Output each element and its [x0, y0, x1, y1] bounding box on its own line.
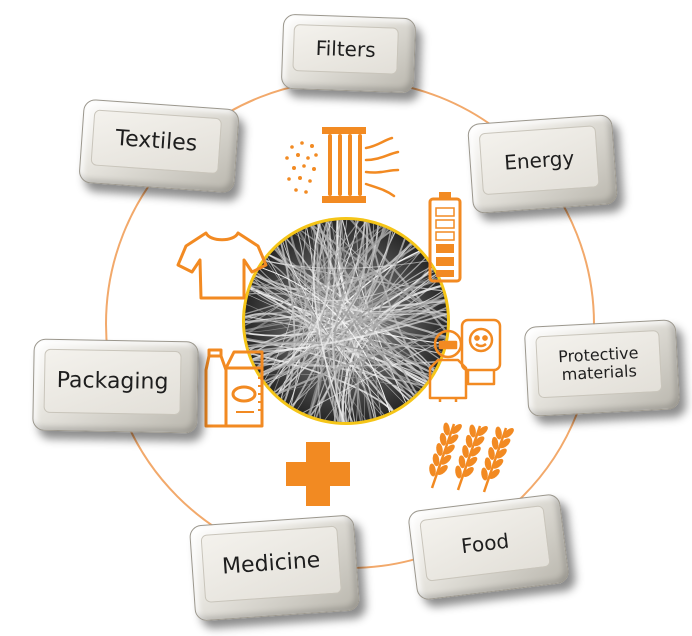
food-label: Food [460, 529, 510, 558]
nanofiber-image [216, 191, 476, 451]
filter-icon [285, 127, 398, 203]
packaging-key: Packaging [32, 339, 199, 434]
food-key: Food [407, 493, 570, 601]
protective-suit-icon [430, 320, 500, 402]
protective-label-line2: materials [561, 362, 637, 384]
protective-materials-key: Protective materials [524, 319, 681, 417]
wheat-icon [428, 422, 515, 492]
medical-cross-icon [286, 442, 350, 506]
textiles-label: Textiles [115, 126, 198, 157]
packaging-label: Packaging [57, 368, 169, 395]
energy-label: Energy [503, 146, 574, 174]
textiles-key: Textiles [78, 99, 239, 194]
filters-label: Filters [315, 37, 376, 62]
medicine-label: Medicine [221, 548, 321, 580]
filters-key: Filters [281, 14, 417, 94]
medicine-key: Medicine [189, 514, 360, 621]
energy-key: Energy [467, 114, 618, 214]
